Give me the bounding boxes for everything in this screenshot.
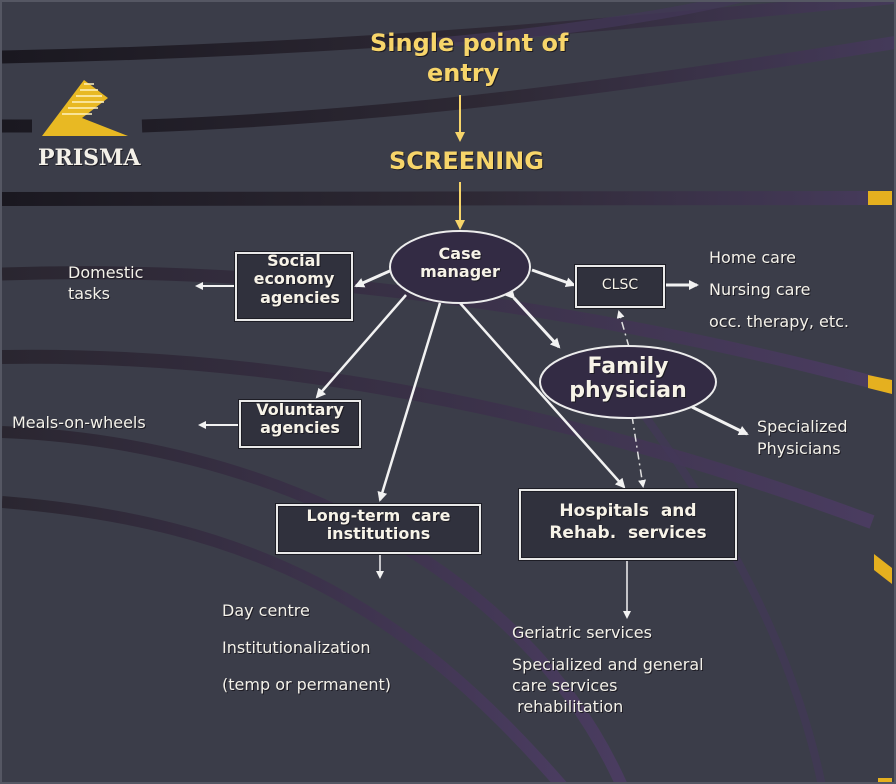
hospital-outputs: Geriatric services Specialized and gener… [512, 622, 704, 717]
family-physician-line2: physician [569, 378, 687, 404]
hospitals-line2: Rehab. services [549, 523, 707, 544]
band-2 [2, 36, 894, 133]
rehabilitation-item: rehabilitation [512, 697, 624, 716]
band-8 [638, 409, 826, 782]
institutionalization-item: Institutionalization [222, 638, 371, 657]
gold-tab-4 [878, 778, 892, 782]
home-care-list: Home care Nursing care occ. therapy, etc… [709, 242, 849, 338]
family-physician-node [539, 345, 717, 419]
social-economy-box [235, 252, 353, 321]
domestic-line2: tasks [68, 283, 111, 303]
domestic-tasks: Domestic tasks [68, 263, 143, 305]
specialized-physicians: Specialized Physicians [757, 416, 848, 460]
hospitals-box [519, 489, 737, 560]
clsc-label: CLSC [601, 277, 639, 293]
nursing-care-item: Nursing care [709, 280, 811, 299]
temp-permanent-item: (temp or permanent) [222, 675, 391, 694]
prism-triangle-icon [42, 80, 128, 136]
long-term-outputs: Day centre Institutionalization (temp or… [222, 592, 391, 703]
gold-tab-1 [868, 191, 892, 205]
band-5 [2, 349, 875, 529]
long-term-care-line2: institutions [326, 524, 431, 544]
care-services-item: care services [512, 676, 618, 695]
band-arc-top [421, 2, 744, 49]
screening-label: SCREENING [389, 147, 544, 175]
voluntary-line2: agencies [260, 418, 340, 438]
case-manager-line2: manager [420, 262, 500, 282]
domestic-line1: Domestic [68, 263, 144, 282]
arrow-case-to-social [354, 268, 393, 288]
home-care-item: Home care [709, 248, 797, 267]
entry-title-line2: entry [427, 59, 500, 87]
specialized-line2: Physicians [757, 439, 841, 458]
band-1 [2, 2, 894, 64]
case-manager-node [389, 230, 531, 304]
arrow-family-to-specialized [691, 405, 749, 436]
social-economy-line2: economy [253, 269, 335, 289]
specialized-general-item: Specialized and general [512, 655, 704, 674]
clsc-box [575, 265, 665, 308]
long-term-care-line1: Long-term care [306, 506, 451, 525]
dashdot-family-to-clsc [616, 310, 630, 348]
meals-on-wheels: Meals-on-wheels [12, 413, 146, 432]
gold-tab-3 [874, 554, 892, 584]
long-term-care-box [276, 504, 481, 554]
voluntary-box [239, 400, 361, 448]
social-economy-line3: agencies [260, 287, 340, 307]
band-7 [2, 496, 567, 782]
logo-text: PRISMA [38, 145, 141, 171]
gold-tab-2 [868, 375, 892, 394]
specialized-line1: Specialized [757, 417, 848, 436]
arrow-case-to-long-term [377, 302, 442, 502]
family-physician-line1: Family [587, 354, 669, 379]
occ-therapy-item: occ. therapy, etc. [709, 312, 849, 331]
case-manager-line1: Case [438, 244, 482, 263]
voluntary-label: Voluntary agencies [239, 400, 361, 438]
case-manager-label: Case manager [400, 244, 520, 282]
band-3 [2, 190, 873, 206]
social-economy-label: Social economy agencies [235, 251, 353, 307]
social-economy-line1: Social [267, 251, 321, 270]
long-term-care-label: Long-term care institutions [276, 506, 481, 544]
hospitals-line1: Hospitals and [559, 501, 697, 521]
family-physician-label: Family physician [542, 354, 714, 404]
arrow-case-family-double [504, 288, 561, 349]
hospitals-label: Hospitals and Rehab. services [519, 500, 737, 544]
dashdot-family-to-hospitals [631, 415, 647, 488]
arrow-case-to-hospitals [459, 302, 626, 489]
geriatric-services-item: Geriatric services [512, 623, 652, 642]
day-centre-item: Day centre [222, 601, 310, 620]
voluntary-line1: Voluntary [256, 400, 344, 419]
entry-title-line1: Single point of [370, 29, 569, 57]
arrow-case-to-voluntary [315, 294, 407, 399]
arrow-case-to-clsc [531, 268, 576, 288]
